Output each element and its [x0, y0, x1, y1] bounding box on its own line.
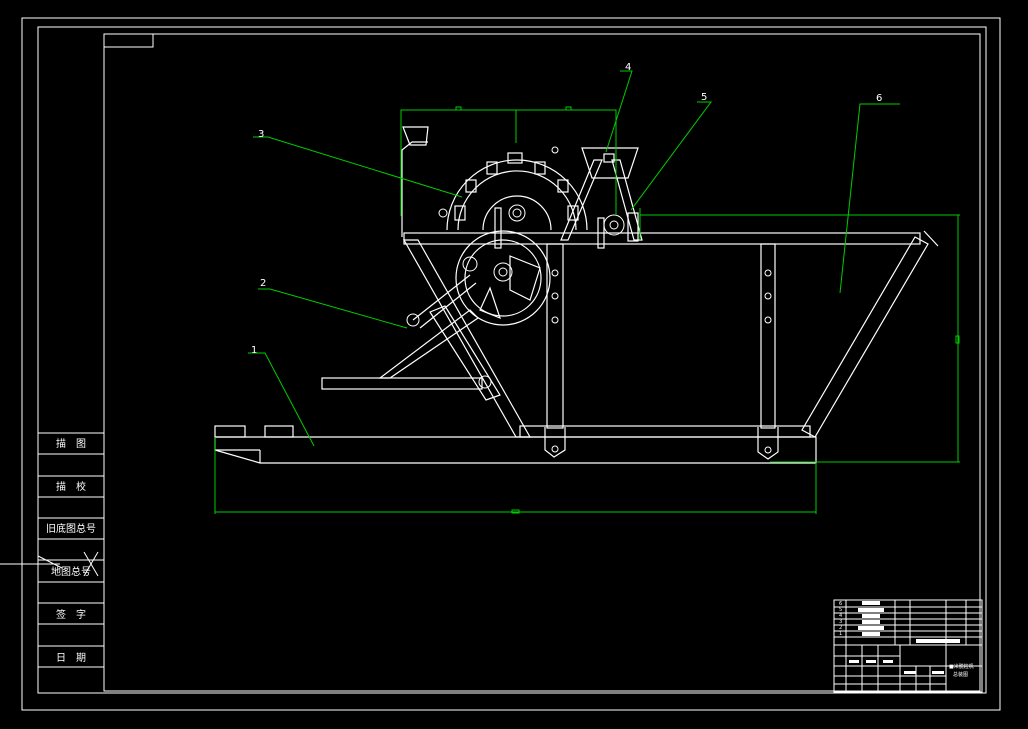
side-row-map-number: 地图总号: [51, 565, 91, 578]
inner-frame: [37, 26, 987, 694]
base-frame: [214, 425, 817, 464]
drawing-subtitle: 总装图: [953, 671, 968, 678]
part-label-1: 1: [251, 345, 257, 356]
part-leaders: 1 2 3 4 5 6: [248, 62, 900, 447]
outer-frame: [21, 17, 1001, 711]
tb-item-number: 5: [839, 607, 842, 613]
main-frame: [321, 230, 939, 438]
side-panel: 描 图 描 校 旧底图总号 地图总号 签 字 日 期: [0, 432, 104, 668]
part-label-4: 4: [625, 62, 631, 73]
threshing-drum: [401, 126, 588, 249]
side-row-date: 日 期: [56, 652, 86, 664]
tb-item-number: 2: [839, 625, 842, 631]
part-label-2: 2: [260, 278, 266, 289]
drawing-title: ■米脱粒机: [949, 663, 974, 670]
tb-item-number: 3: [839, 619, 842, 625]
corner-box: [103, 33, 154, 48]
part-label-6: 6: [876, 93, 882, 104]
drive-wheel: [455, 230, 551, 326]
side-row-old-base: 旧底图总号: [46, 522, 96, 535]
part-label-5: 5: [701, 92, 707, 103]
tb-item-number: 6: [839, 601, 842, 607]
side-row-check: 描 校: [56, 480, 86, 493]
feed-hopper: [560, 147, 643, 249]
dimension-lines: [214, 106, 960, 514]
tb-item-number: 1: [839, 631, 842, 637]
tb-item-number: 4: [839, 613, 842, 619]
title-block: 6 5 4 3 2 1 ■米脱粒机 总装图: [833, 599, 983, 693]
part-label-3: 3: [258, 129, 264, 140]
side-row-trace: 描 图: [56, 437, 86, 450]
drawing-border: [103, 33, 981, 692]
side-row-signature: 签 字: [56, 608, 86, 621]
